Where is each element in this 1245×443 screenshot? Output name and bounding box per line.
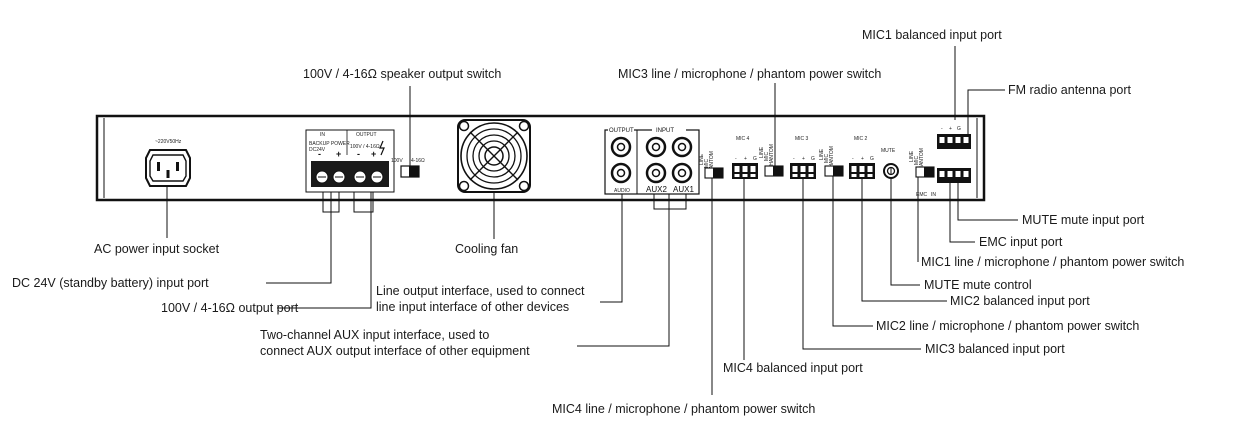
- mic3-g: G: [811, 156, 815, 162]
- high-voltage-icon: [379, 140, 385, 156]
- mic3-line-text: LINE: [759, 146, 765, 158]
- mic4-terminal: [732, 163, 758, 179]
- ac-power-socket: ~220V50Hz: [145, 139, 191, 187]
- mic2-title: MIC 2: [854, 136, 868, 142]
- label-line-out-1: Line output interface, used to connect: [376, 284, 585, 298]
- mic4-pos: +: [744, 156, 747, 162]
- mic4-section: LINE MIC PHANTOM MIC 4 - + G: [699, 136, 758, 179]
- rca-jack-aux1-bottom: [671, 162, 693, 184]
- mic3-neg: -: [793, 156, 795, 162]
- mic2-pos: +: [861, 156, 864, 162]
- aux1-label: AUX1: [673, 185, 694, 194]
- cooling-fan: [457, 119, 531, 193]
- mic2-g: G: [870, 156, 874, 162]
- out-pos-sign: +: [371, 149, 376, 159]
- label-mic3-balanced: MIC3 balanced input port: [925, 342, 1065, 356]
- mic1-neg: -: [941, 126, 943, 132]
- mic1-mic-text: MIC: [914, 155, 920, 165]
- mic2-line-text: LINE: [819, 148, 825, 160]
- mic2-phantom-text: PHANTOM: [829, 146, 835, 171]
- emc-in-label: IN: [931, 192, 936, 198]
- label-mic4-balanced: MIC4 balanced input port: [723, 361, 863, 375]
- mic3-title: MIC 3: [795, 136, 809, 142]
- mic2-mic-text: MIC: [824, 153, 830, 163]
- mic1-g: G: [957, 126, 961, 132]
- mute-control: MUTE: [881, 148, 899, 179]
- mic1-pos: +: [949, 126, 952, 132]
- mic3-pos: +: [802, 156, 805, 162]
- mute-title: MUTE: [881, 148, 896, 154]
- label-ac-socket: AC power input socket: [94, 242, 220, 256]
- rca-jack-aux1-top: [671, 136, 693, 158]
- mic3-phantom-text: PHANTOM: [769, 144, 775, 169]
- mic2-section: LINE MIC PHANTOM MIC 2 - + G: [819, 136, 875, 179]
- out-neg-sign: -: [357, 149, 360, 159]
- label-mic3-switch: MIC3 line / microphone / phantom power s…: [618, 67, 881, 81]
- in-header: IN: [320, 132, 325, 138]
- label-mute-input: MUTE mute input port: [1022, 213, 1145, 227]
- label-aux-in-1: Two-channel AUX input interface, used to: [260, 328, 489, 342]
- in-pos-sign: +: [336, 149, 341, 159]
- in-voltage-label: DC24V: [309, 147, 326, 153]
- label-mic2-switch: MIC2 line / microphone / phantom power s…: [876, 319, 1139, 333]
- mic4-title: MIC 4: [736, 136, 750, 142]
- right-terminal-block: - + G EMC IN: [916, 126, 971, 198]
- label-mic1-switch: MIC1 line / microphone / phantom power s…: [921, 255, 1184, 269]
- power-rating-text: ~220V50Hz: [155, 139, 182, 145]
- mic3-mic-text: MIC: [764, 151, 770, 161]
- mic3-section: LINE MIC PHANTOM MIC 3 - + G: [759, 136, 816, 179]
- label-speaker-switch: 100V / 4-16Ω speaker output switch: [303, 67, 501, 81]
- label-fm-antenna: FM radio antenna port: [1008, 83, 1132, 97]
- switch-left-label: 100V: [391, 158, 403, 164]
- mic4-line-text: LINE: [699, 153, 705, 165]
- mic1-switch-section: LINE MIC PHANTOM: [909, 148, 935, 178]
- rca-output-label: OUTPUT: [609, 128, 634, 134]
- mic4-neg: -: [735, 156, 737, 162]
- in-sub-label: BACKUP POWER: [309, 141, 350, 147]
- mic2-terminal: [849, 163, 875, 179]
- rca-audio-label: AUDIO: [614, 188, 630, 194]
- aux2-label: AUX2: [646, 185, 667, 194]
- label-line-out-2: line input interface of other devices: [376, 300, 569, 314]
- rear-panel: [95, 114, 986, 202]
- rca-jack-aux2-top: [645, 136, 667, 158]
- rca-jack-aux2-bottom: [645, 162, 667, 184]
- label-cooling-fan: Cooling fan: [455, 242, 518, 256]
- mic1-phantom-text: PHANTOM: [919, 148, 925, 173]
- mic1-line-text: LINE: [909, 150, 915, 162]
- output-header: OUTPUT: [356, 132, 377, 138]
- label-mic1-balanced: MIC1 balanced input port: [862, 28, 1002, 42]
- emc-left-label: EMC: [916, 192, 928, 198]
- label-mute-control: MUTE mute control: [924, 278, 1032, 292]
- mic4-phantom-text: PHANTOM: [709, 151, 715, 176]
- leader-lines: [166, 46, 1018, 395]
- emc-mute-terminal: [937, 168, 971, 183]
- mic4-mic-text: MIC: [704, 158, 710, 168]
- mic1-terminal: [937, 134, 971, 149]
- label-dc-input: DC 24V (standby battery) input port: [12, 276, 209, 290]
- out-sub-label: 100V / 4-16Ω: [350, 144, 380, 150]
- rca-jack-out-top: [610, 136, 632, 158]
- mic2-neg: -: [852, 156, 854, 162]
- rca-input-label: INPUT: [656, 128, 674, 134]
- label-mic4-switch: MIC4 line / microphone / phantom power s…: [552, 402, 815, 416]
- label-mic2-balanced: MIC2 balanced input port: [950, 294, 1090, 308]
- label-emc-input: EMC input port: [979, 235, 1063, 249]
- mic3-terminal: [790, 163, 816, 179]
- rca-jack-out-bottom: [610, 162, 632, 184]
- label-output-port: 100V / 4-16Ω output port: [161, 301, 299, 315]
- mic4-g: G: [753, 156, 757, 162]
- callout-labels: MIC1 balanced input port 100V / 4-16Ω sp…: [12, 28, 1184, 416]
- switch-right-label: 4-16Ω: [411, 158, 425, 164]
- in-neg-sign: -: [318, 149, 321, 159]
- terminal-block: IN OUTPUT BACKUP POWER DC24V 100V / 4-16…: [305, 129, 395, 193]
- label-aux-in-2: connect AUX output interface of other eq…: [260, 344, 530, 358]
- rca-panel: OUTPUT INPUT AUDIO AUX2 AUX1: [604, 126, 700, 195]
